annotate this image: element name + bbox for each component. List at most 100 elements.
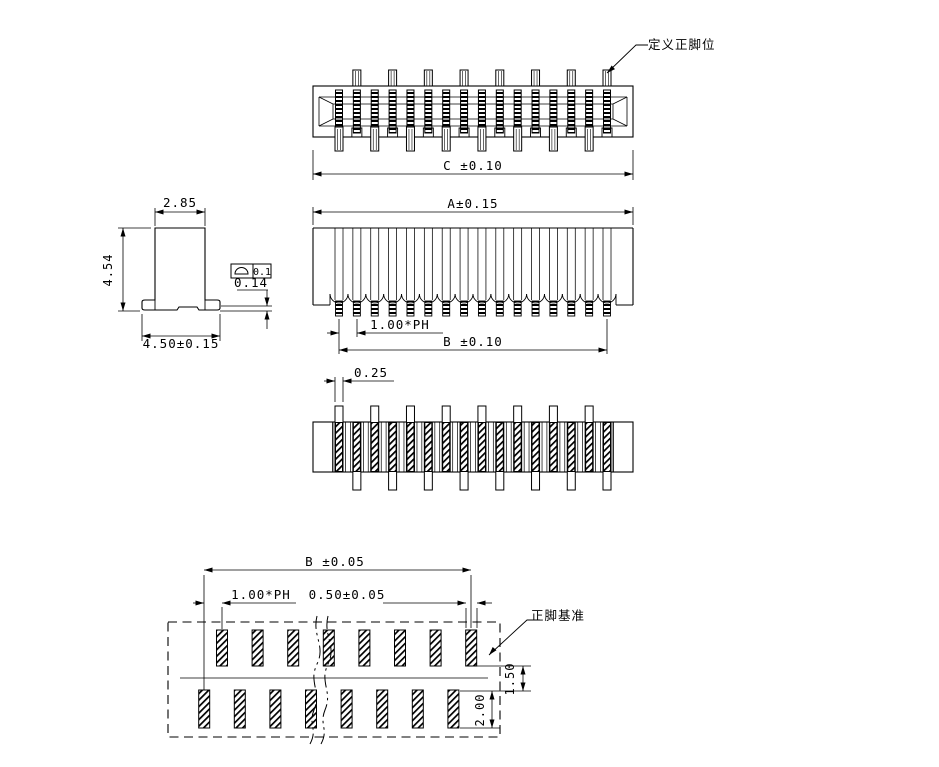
leader-line [488,619,540,656]
dim-a-label: A±0.15 [447,196,498,211]
chamfer-line [612,96,628,105]
pad-bottom-row [447,689,460,729]
pad-top-row [251,629,264,667]
front-view [312,227,634,317]
dim-arrow [195,600,204,606]
profile-symbol-icon [234,267,249,275]
solder-leg-top [602,69,612,87]
pin-section-hatch [603,422,612,472]
dim-pad-width-label: 0.50±0.05 [309,587,386,602]
pad-bottom-row [233,689,246,729]
dim-arrow [598,347,607,353]
pad-bottom-row [269,689,282,729]
solder-leg-top [495,69,505,87]
pin-tab [370,300,379,317]
pad-top-row [287,629,300,667]
pin-section-hatch [477,422,486,472]
contact-terminal [531,89,540,134]
pin-tab [585,300,594,317]
dim-arrow [489,719,495,728]
footprint-outline [167,621,501,738]
pad-top-row [394,629,406,667]
pin-section-hatch [442,422,451,472]
pin-side-view [312,405,634,491]
pin-section-hatch [335,422,343,472]
contact-terminal [388,89,397,134]
dim-arrow [222,600,231,606]
annotation-pin-datum: 正脚基准 [531,608,585,623]
dim-arrow [339,347,348,353]
pad-bottom-row [198,689,211,729]
pad-bottom-row [305,689,317,729]
dim-arrow [120,302,126,311]
solder-leg-top [566,69,576,87]
solder-leg-bottom [513,126,523,152]
pad-top-row [465,629,478,667]
housing-outline [312,85,634,138]
gdt-tolerance-value: 0.1 [253,267,271,278]
dim-pin-width-label: 0.25 [354,365,388,380]
solder-leg-bottom [405,126,415,152]
pad-top-row [358,629,371,667]
contact-terminal [567,89,576,134]
dim-arrow [489,691,495,700]
solder-leg-top [531,69,541,87]
pin-tab [513,300,522,317]
pin-section-hatch [549,422,558,472]
pad-bottom-row [376,689,389,729]
dim-arrow [624,171,633,177]
chamfer-line [318,118,334,127]
pin-tab [335,300,343,317]
break-line [320,615,332,745]
leader-line [606,44,648,74]
dim-arrow [520,682,526,691]
dim-arrow [520,666,526,675]
chamfer-line [318,96,334,105]
solder-leg-bottom [441,126,451,152]
annotation-define-pin1: 定义正脚位 [648,37,716,52]
pin-section-hatch [406,422,415,472]
solder-leg-top [423,69,433,87]
dim-arrow [489,646,497,655]
dim-arrow [264,297,270,306]
contact-terminal [460,89,469,134]
pin-section-hatch [513,422,522,472]
dim-arrow [462,567,471,573]
top-view [312,69,634,152]
dim-arrow [204,567,213,573]
pin-section-hatch [567,422,576,472]
dim-top-width-label: 2.85 [163,195,197,210]
pin-tab [424,300,433,317]
contact-terminal [352,89,361,134]
solder-leg-bottom [370,126,380,152]
pad-top-row [216,629,228,667]
dim-arrow [357,330,366,336]
dim-arrow [624,209,633,215]
contact-terminal [424,89,433,134]
pin-section-hatch [352,422,361,472]
pin-section-hatch [585,422,594,472]
dim-arrow [343,378,352,384]
dim-arrow [196,209,205,215]
pin-tab [495,300,504,317]
pin-tab [352,300,361,317]
pad-top-row [322,629,335,667]
pin-tab [477,300,486,317]
pad-top-row [429,629,442,667]
solder-leg-top [459,69,469,87]
pcb-footprint-view [167,615,501,745]
dim-arrow [326,378,335,384]
contact-terminal [603,89,612,134]
solder-leg-bottom [548,126,558,152]
dim-arrow [457,600,466,606]
dim-arrow [477,600,486,606]
pin-tab [549,300,558,317]
dimension-graphics [118,44,648,729]
dim-standoff-label: 0.14 [234,275,268,290]
dim-base-width-label: 4.50±0.15 [143,336,220,351]
dim-arrow [607,65,615,73]
solder-leg-top [352,69,362,87]
dim-arrow [264,311,270,320]
